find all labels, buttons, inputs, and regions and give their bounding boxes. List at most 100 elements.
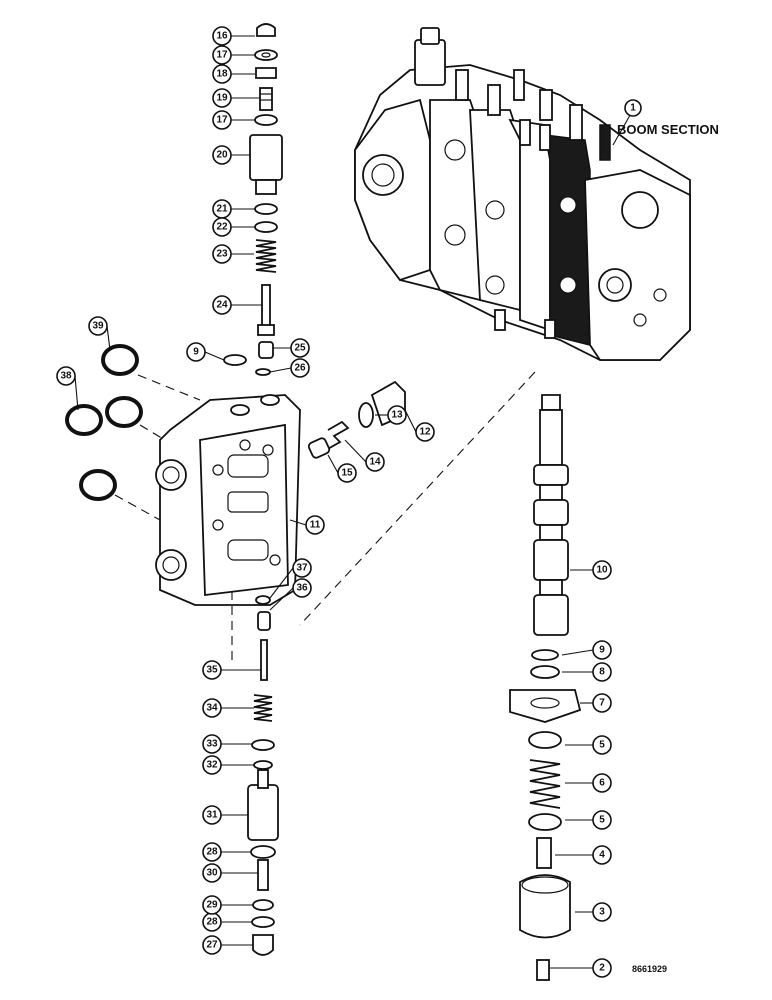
callout-7: 7 xyxy=(580,693,612,713)
callout-number: 9 xyxy=(599,645,605,656)
callout-number: 12 xyxy=(419,427,431,438)
callout-21: 21 xyxy=(212,199,255,219)
callout-leader xyxy=(74,375,79,411)
callout-number: 27 xyxy=(206,940,218,951)
callout-number: 31 xyxy=(206,810,218,821)
callout-5: 5 xyxy=(565,735,612,755)
callout-number: 39 xyxy=(92,321,104,332)
callout-number: 10 xyxy=(596,565,608,576)
callout-26: 26 xyxy=(269,358,310,378)
callout-number: 9 xyxy=(193,347,199,358)
o-rings-left xyxy=(65,344,201,521)
callout-circle xyxy=(592,640,612,660)
callout-circle xyxy=(592,958,612,978)
callout-13: 13 xyxy=(375,405,407,425)
callout-23: 23 xyxy=(212,244,254,264)
callout-leader xyxy=(269,367,292,373)
callout-number: 5 xyxy=(599,740,605,751)
callout-4: 4 xyxy=(555,845,612,865)
callout-leader xyxy=(344,439,367,463)
callout-number: 28 xyxy=(206,847,218,858)
callout-37: 37 xyxy=(269,558,312,599)
callout-36: 36 xyxy=(269,578,312,611)
callout-number: 38 xyxy=(60,371,72,382)
callout-39: 39 xyxy=(88,316,111,351)
callout-circle xyxy=(290,338,310,358)
callout-28: 28 xyxy=(202,912,252,932)
callout-circle xyxy=(212,26,232,46)
callout-number: 23 xyxy=(216,249,228,260)
callout-circle xyxy=(305,515,325,535)
svg-text:1: 1 xyxy=(630,103,636,114)
callout-12: 12 xyxy=(404,409,435,442)
callout-number: 8 xyxy=(599,667,605,678)
callout-18: 18 xyxy=(212,64,255,84)
callout-leader xyxy=(327,454,339,474)
callout-9: 9 xyxy=(186,342,225,362)
callout-number: 17 xyxy=(216,50,228,61)
callout-number: 37 xyxy=(296,563,308,574)
callout-circle xyxy=(290,358,310,378)
callout-27: 27 xyxy=(202,935,253,955)
callout-number: 33 xyxy=(206,739,218,750)
callout-circle xyxy=(212,217,232,237)
boom-section-callout: 1 BOOM SECTION xyxy=(617,99,719,137)
callout-5: 5 xyxy=(565,810,612,830)
drawing-code: 8661929 xyxy=(632,964,667,974)
callout-circle xyxy=(212,145,232,165)
callout-number: 28 xyxy=(206,917,218,928)
callout-circle xyxy=(212,88,232,108)
callout-3: 3 xyxy=(575,902,612,922)
callout-circle xyxy=(592,693,612,713)
callout-circle xyxy=(202,863,222,883)
callout-number: 24 xyxy=(216,300,228,311)
callout-circle xyxy=(202,842,222,862)
callout-19: 19 xyxy=(212,88,260,108)
callout-number: 16 xyxy=(216,31,228,42)
callout-number: 15 xyxy=(341,468,353,479)
callout-circle xyxy=(56,366,76,386)
callout-2: 2 xyxy=(550,958,612,978)
callout-11: 11 xyxy=(289,515,325,535)
callout-22: 22 xyxy=(212,217,255,237)
callout-33: 33 xyxy=(202,734,252,754)
callout-number: 35 xyxy=(206,665,218,676)
callout-number: 5 xyxy=(599,815,605,826)
callout-circle xyxy=(212,64,232,84)
callout-number: 14 xyxy=(369,457,381,468)
callout-circle xyxy=(337,463,357,483)
callout-number: 19 xyxy=(216,93,228,104)
callout-number: 30 xyxy=(206,868,218,879)
callout-number: 11 xyxy=(310,520,321,531)
callout-circle xyxy=(592,810,612,830)
callout-circle xyxy=(202,755,222,775)
callout-number: 17 xyxy=(216,115,228,126)
callout-6: 6 xyxy=(565,773,612,793)
callout-20: 20 xyxy=(212,145,250,165)
callout-31: 31 xyxy=(202,805,248,825)
callout-circle xyxy=(292,578,312,598)
callout-leader xyxy=(269,567,294,599)
callout-29: 29 xyxy=(202,895,253,915)
callout-14: 14 xyxy=(344,439,385,472)
callout-number: 6 xyxy=(599,778,605,789)
callout-circle xyxy=(365,452,385,472)
callout-circle xyxy=(186,342,206,362)
callout-30: 30 xyxy=(202,863,258,883)
callout-number: 22 xyxy=(216,222,228,233)
valve-assembly-illustration xyxy=(354,27,691,361)
callout-24: 24 xyxy=(212,295,262,315)
callout-circle xyxy=(212,244,232,264)
callout-circle xyxy=(292,558,312,578)
boom-section-label: BOOM SECTION xyxy=(617,122,719,137)
callout-leader xyxy=(106,325,111,351)
callout-circle xyxy=(202,698,222,718)
callout-number: 18 xyxy=(216,69,228,80)
callout-number: 4 xyxy=(599,850,605,861)
callout-25: 25 xyxy=(273,338,310,358)
callout-number: 34 xyxy=(206,703,218,714)
callout-leader xyxy=(404,409,417,433)
callout-leader xyxy=(289,519,307,526)
callout-leader xyxy=(204,351,225,361)
